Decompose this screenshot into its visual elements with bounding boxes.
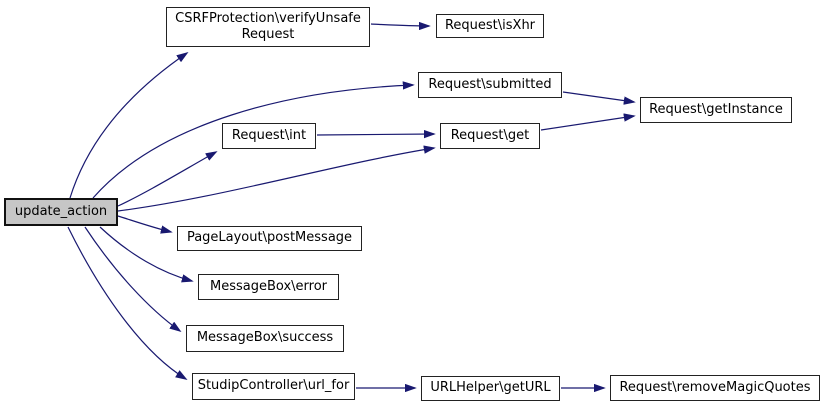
edge-update-action-to-studipcontroller-url-for — [67, 226, 188, 380]
node-label: MessageBox\error — [210, 278, 327, 294]
node-label: Request\removeMagicQuotes — [619, 379, 811, 395]
node-request-removemagicquotes[interactable]: Request\removeMagicQuotes — [610, 375, 820, 401]
node-label: Request\int — [231, 127, 307, 143]
node-update-action: update_action — [4, 198, 118, 226]
edge-update-action-to-messagebox-error — [99, 226, 194, 283]
node-request-isxhr[interactable]: Request\isXhr — [436, 14, 544, 38]
node-request-submitted[interactable]: Request\submitted — [418, 72, 562, 98]
node-request-get[interactable]: Request\get — [440, 123, 540, 149]
edge-request-submitted-to-request-getinstance — [562, 91, 636, 105]
node-pagelayout-postmessage[interactable]: PageLayout\postMessage — [177, 226, 362, 251]
node-label: Request\isXhr — [444, 17, 536, 33]
node-label: MessageBox\success — [196, 330, 334, 346]
edge-update-action-to-messagebox-success — [84, 226, 182, 333]
edge-update-action-to-request-int — [117, 151, 218, 207]
node-csrfprotection-verify-unsafe-request[interactable]: CSRFProtection\verifyUnsafe Request — [166, 7, 370, 47]
edge-update-action-to-pagelayout-postmessage — [117, 215, 173, 234]
node-urlhelper-geturl[interactable]: URLHelper\getURL — [421, 376, 560, 401]
edge-request-int-to-request-get — [316, 129, 436, 139]
node-label: update_action — [14, 203, 108, 219]
edge-request-get-to-request-getinstance — [540, 113, 636, 131]
edge-verify-unsafe-request-to-request-isxhr — [370, 21, 431, 31]
edge-update-action-to-verify-unsafe-request — [69, 51, 189, 199]
node-messagebox-success[interactable]: MessageBox\success — [186, 325, 344, 352]
node-studipcontroller-url-for[interactable]: StudipController\url_for — [192, 373, 355, 400]
node-request-int[interactable]: Request\int — [222, 123, 316, 149]
edge-update-action-to-request-submitted — [92, 81, 415, 199]
node-label: Request\submitted — [428, 76, 552, 92]
node-label: PageLayout\postMessage — [186, 230, 353, 246]
node-label-line1: CSRFProtection\verifyUnsafe — [175, 10, 361, 26]
node-label-line2: Request — [241, 27, 295, 42]
edge-update-action-to-request-get — [117, 145, 436, 212]
node-label: Request\get — [450, 127, 530, 143]
node-messagebox-error[interactable]: MessageBox\error — [198, 274, 339, 300]
node-request-getinstance[interactable]: Request\getInstance — [640, 97, 792, 123]
node-label: StudipController\url_for — [197, 378, 350, 394]
node-label: URLHelper\getURL — [430, 380, 551, 396]
node-label: Request\getInstance — [649, 101, 783, 117]
